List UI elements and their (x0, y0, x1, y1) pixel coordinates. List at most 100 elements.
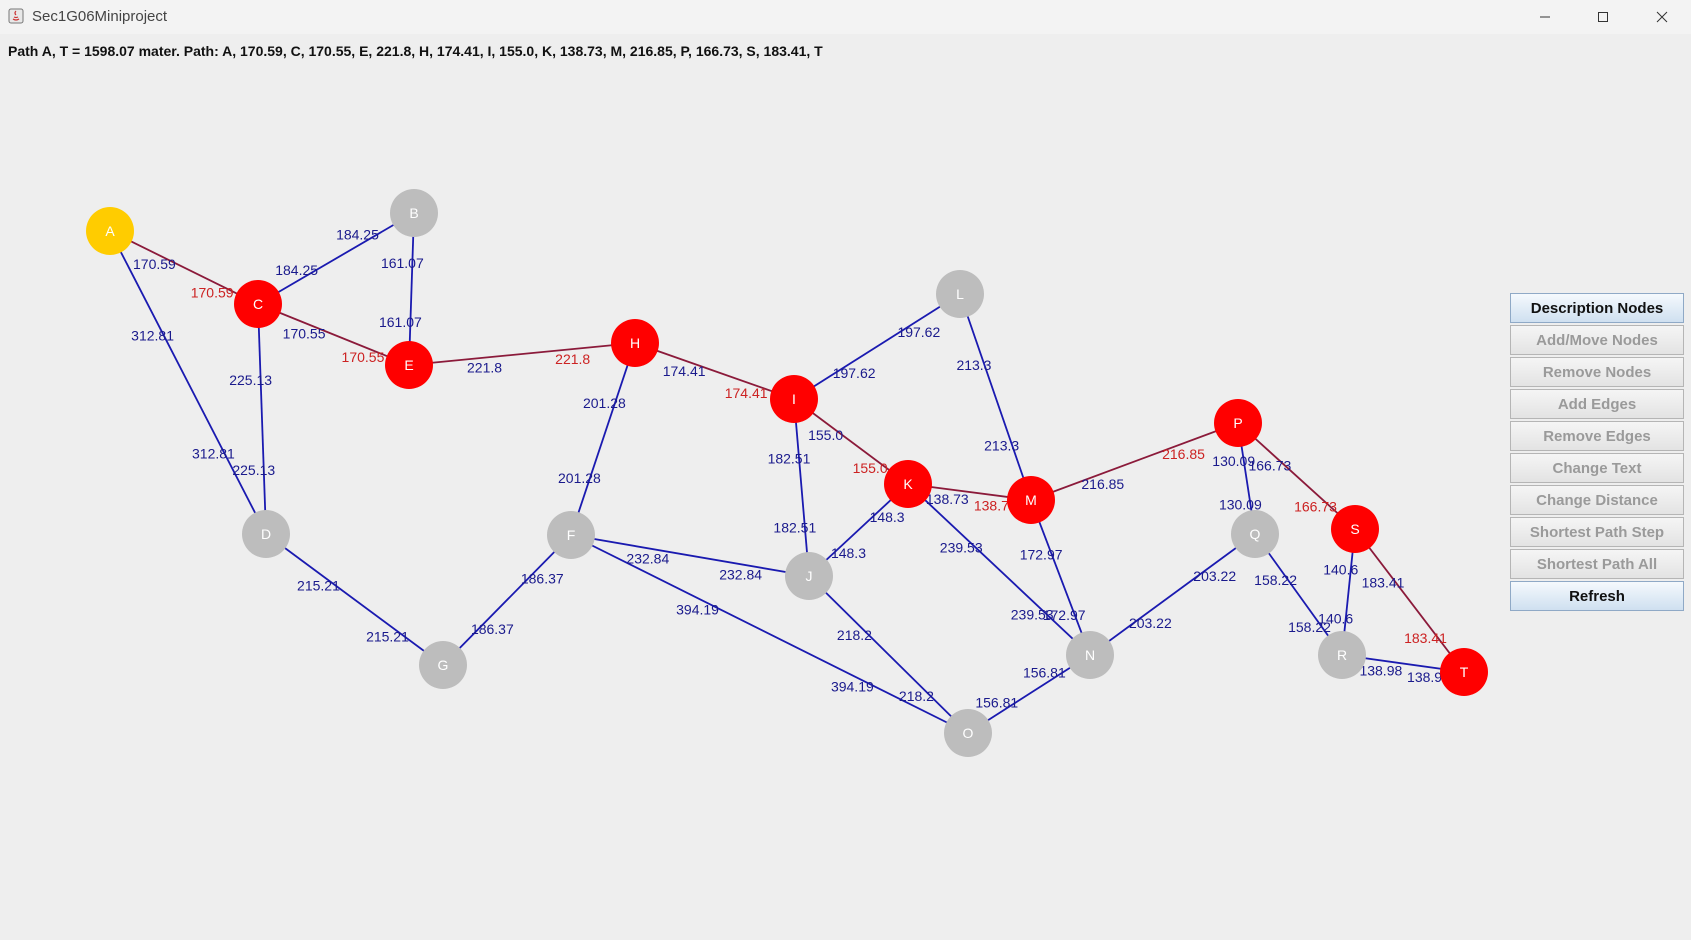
edge-weight-label-F-O-b: 394.19 (831, 679, 874, 695)
edge-A-D[interactable] (109, 230, 267, 535)
node-circle-F[interactable] (547, 511, 595, 559)
node-circle-D[interactable] (242, 510, 290, 558)
node-N[interactable]: N (1066, 631, 1114, 679)
node-circle-R[interactable] (1318, 631, 1366, 679)
edge-H-I[interactable] (634, 342, 795, 400)
node-circle-P[interactable] (1214, 399, 1262, 447)
node-circle-A[interactable] (86, 207, 134, 255)
node-L[interactable]: L (936, 270, 984, 318)
button-add-move-nodes[interactable]: Add/Move Nodes (1510, 325, 1684, 355)
edge-B-C[interactable] (257, 212, 415, 305)
edge-weight-label-J-O-b: 218.2 (899, 688, 934, 704)
edge-Q-R[interactable] (1254, 533, 1343, 656)
node-circle-L[interactable] (936, 270, 984, 318)
node-S[interactable]: S (1331, 505, 1379, 553)
node-Q[interactable]: Q (1231, 510, 1279, 558)
node-circle-M[interactable] (1007, 476, 1055, 524)
button-remove-nodes[interactable]: Remove Nodes (1510, 357, 1684, 387)
edge-weight-label-M-N-a: 172.97 (1020, 547, 1063, 563)
edge-F-O[interactable] (570, 534, 969, 734)
button-remove-edges[interactable]: Remove Edges (1510, 421, 1684, 451)
node-C[interactable]: C (234, 280, 282, 328)
edge-N-O[interactable] (967, 654, 1091, 734)
node-circle-O[interactable] (944, 709, 992, 757)
edge-weight-label-K-M-a: 138.73 (926, 491, 969, 507)
edge-M-N[interactable] (1030, 499, 1091, 656)
button-shortest-path-all[interactable]: Shortest Path All (1510, 549, 1684, 579)
node-T[interactable]: T (1440, 648, 1488, 696)
edge-weight-label-R-T-b: 138.98 (1407, 669, 1450, 685)
node-E[interactable]: E (385, 341, 433, 389)
edge-weight-label-A-C-b: 170.59 (191, 285, 234, 301)
title-bar[interactable]: Sec1G06Miniproject (0, 0, 1691, 34)
edge-P-S[interactable] (1237, 422, 1356, 530)
node-circle-E[interactable] (385, 341, 433, 389)
node-label-T: T (1460, 664, 1469, 680)
node-O[interactable]: O (944, 709, 992, 757)
edge-weight-label-P-Q-a: 130.09 (1212, 453, 1255, 469)
node-circle-T[interactable] (1440, 648, 1488, 696)
close-button[interactable] (1633, 0, 1691, 34)
node-K[interactable]: K (884, 460, 932, 508)
node-H[interactable]: H (611, 319, 659, 367)
node-label-F: F (567, 527, 576, 543)
node-circle-N[interactable] (1066, 631, 1114, 679)
node-circle-B[interactable] (390, 189, 438, 237)
node-circle-H[interactable] (611, 319, 659, 367)
node-P[interactable]: P (1214, 399, 1262, 447)
node-circle-S[interactable] (1331, 505, 1379, 553)
node-A[interactable]: A (86, 207, 134, 255)
edge-E-H[interactable] (408, 342, 636, 366)
edge-weight-label-M-N-b: 172.97 (1043, 607, 1086, 623)
button-change-distance[interactable]: Change Distance (1510, 485, 1684, 515)
edge-I-J[interactable] (793, 398, 810, 577)
close-icon (1656, 11, 1668, 23)
node-circle-G[interactable] (419, 641, 467, 689)
edge-K-N[interactable] (907, 483, 1091, 656)
edge-J-O[interactable] (808, 575, 969, 734)
edge-B-E[interactable] (408, 212, 415, 366)
edge-weight-label-I-K-a: 155.0 (808, 427, 843, 443)
node-circle-J[interactable] (785, 552, 833, 600)
edge-M-P[interactable] (1030, 422, 1239, 501)
edge-L-M[interactable] (959, 293, 1032, 501)
button-change-text[interactable]: Change Text (1510, 453, 1684, 483)
edge-weight-label-D-G-b: 215.21 (366, 628, 409, 644)
node-label-A: A (105, 223, 115, 239)
edge-weight-label-N-Q-a: 203.22 (1129, 615, 1172, 631)
edge-G-F[interactable] (442, 534, 572, 666)
edge-F-J[interactable] (570, 534, 810, 577)
node-circle-C[interactable] (234, 280, 282, 328)
edge-weight-label-P-S-a: 166.73 (1248, 457, 1291, 473)
button-refresh[interactable]: Refresh (1510, 581, 1684, 611)
button-shortest-path-step[interactable]: Shortest Path Step (1510, 517, 1684, 547)
node-G[interactable]: G (419, 641, 467, 689)
edge-weight-label-M-P-b: 216.85 (1162, 446, 1205, 462)
node-circle-I[interactable] (770, 375, 818, 423)
node-F[interactable]: F (547, 511, 595, 559)
node-circle-Q[interactable] (1231, 510, 1279, 558)
node-circle-K[interactable] (884, 460, 932, 508)
edge-A-C[interactable] (109, 230, 259, 305)
edge-N-Q[interactable] (1089, 533, 1256, 656)
edge-D-G[interactable] (265, 533, 444, 666)
edge-I-L[interactable] (793, 293, 961, 400)
maximize-button[interactable] (1574, 0, 1632, 34)
minimize-button[interactable] (1516, 0, 1574, 34)
edge-weight-label-H-I-b: 174.41 (725, 385, 768, 401)
node-D[interactable]: D (242, 510, 290, 558)
edge-C-D[interactable] (257, 303, 267, 535)
node-J[interactable]: J (785, 552, 833, 600)
edge-H-F[interactable] (570, 342, 636, 536)
edge-S-T[interactable] (1354, 528, 1465, 673)
button-description-nodes[interactable]: Description Nodes (1510, 293, 1684, 323)
node-B[interactable]: B (390, 189, 438, 237)
node-M[interactable]: M (1007, 476, 1055, 524)
edge-C-E[interactable] (257, 303, 410, 366)
node-R[interactable]: R (1318, 631, 1366, 679)
node-I[interactable]: I (770, 375, 818, 423)
node-label-Q: Q (1250, 526, 1261, 542)
button-add-edges[interactable]: Add Edges (1510, 389, 1684, 419)
